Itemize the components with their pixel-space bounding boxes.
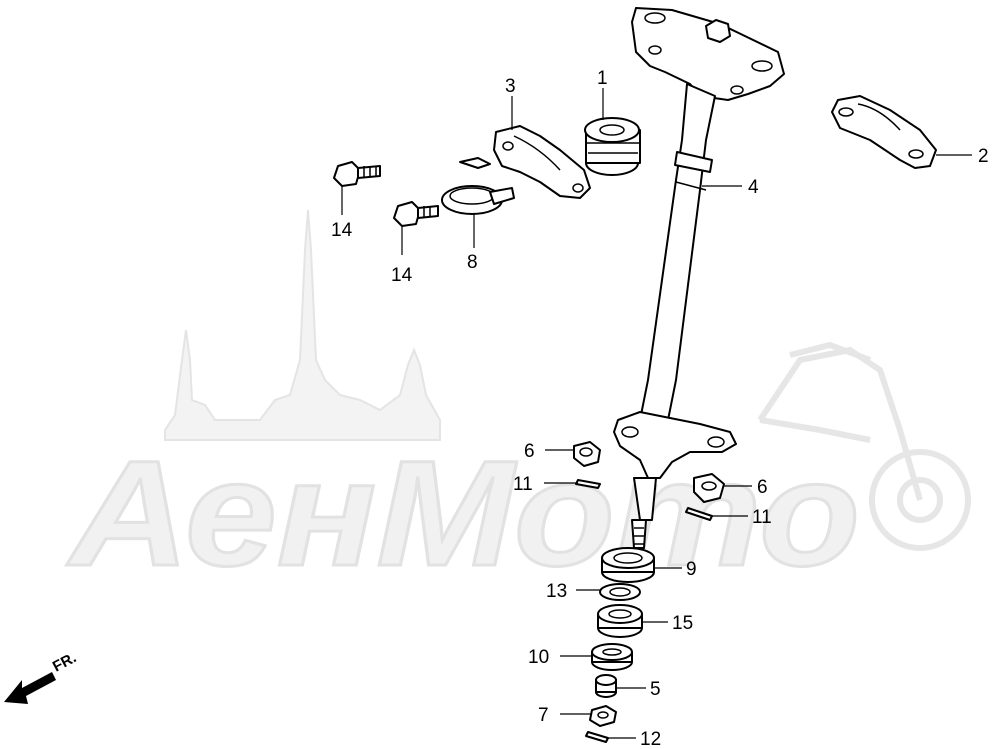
- callout-7: 7: [538, 705, 549, 726]
- callout-12: 12: [640, 729, 661, 749]
- nut-7: [589, 705, 617, 727]
- watermark-skyline: [164, 209, 441, 441]
- fr-label: FR.: [50, 649, 79, 675]
- callout-9: 9: [686, 559, 697, 580]
- front-direction-arrow: FR.: [4, 649, 79, 704]
- steering-shaft: [613, 7, 785, 549]
- callout-2: 2: [978, 146, 989, 167]
- shaft-holder: [831, 95, 937, 169]
- nut-left: [573, 441, 601, 467]
- callout-6-left: 6: [524, 441, 535, 462]
- washer-13: [599, 583, 641, 601]
- callout-11-right: 11: [752, 507, 772, 528]
- callout-14-lower: 14: [391, 265, 413, 286]
- arrow-icon: [4, 672, 56, 704]
- cotter-pin-right: [685, 507, 713, 521]
- callout-14-upper: 14: [331, 220, 353, 241]
- callout-4: 4: [748, 177, 759, 198]
- watermark: АенМото: [64, 209, 971, 599]
- cable-clamp: [441, 185, 515, 215]
- callout-1: 1: [597, 68, 608, 89]
- bushing-bracket: [459, 125, 591, 199]
- cotter-pin-12: [585, 731, 609, 743]
- bolt-upper: [333, 161, 381, 187]
- watermark-text: АенМото: [66, 429, 860, 597]
- collar-5: [595, 674, 617, 698]
- callout-15: 15: [672, 613, 693, 634]
- bearing-10: [591, 643, 633, 671]
- oil-seal-9: [601, 547, 655, 583]
- leader-lines: [341, 88, 972, 739]
- callout-3: 3: [505, 76, 516, 97]
- callout-8: 8: [467, 252, 478, 273]
- callout-6-right: 6: [757, 477, 768, 498]
- callout-5: 5: [650, 679, 661, 700]
- watermark-motorcycle: [757, 341, 971, 551]
- bolt-lower: [393, 201, 439, 227]
- nut-right: [693, 473, 725, 503]
- bearing-15: [597, 604, 643, 638]
- callout-10: 10: [528, 647, 549, 668]
- callout-labels: 1 2 3 4 5 6 6 7 8 9 10 11 11 12 13 14 14…: [331, 68, 989, 749]
- callout-13: 13: [546, 581, 567, 602]
- shaft-bushing: [584, 117, 641, 176]
- callout-11-left: 11: [513, 474, 533, 495]
